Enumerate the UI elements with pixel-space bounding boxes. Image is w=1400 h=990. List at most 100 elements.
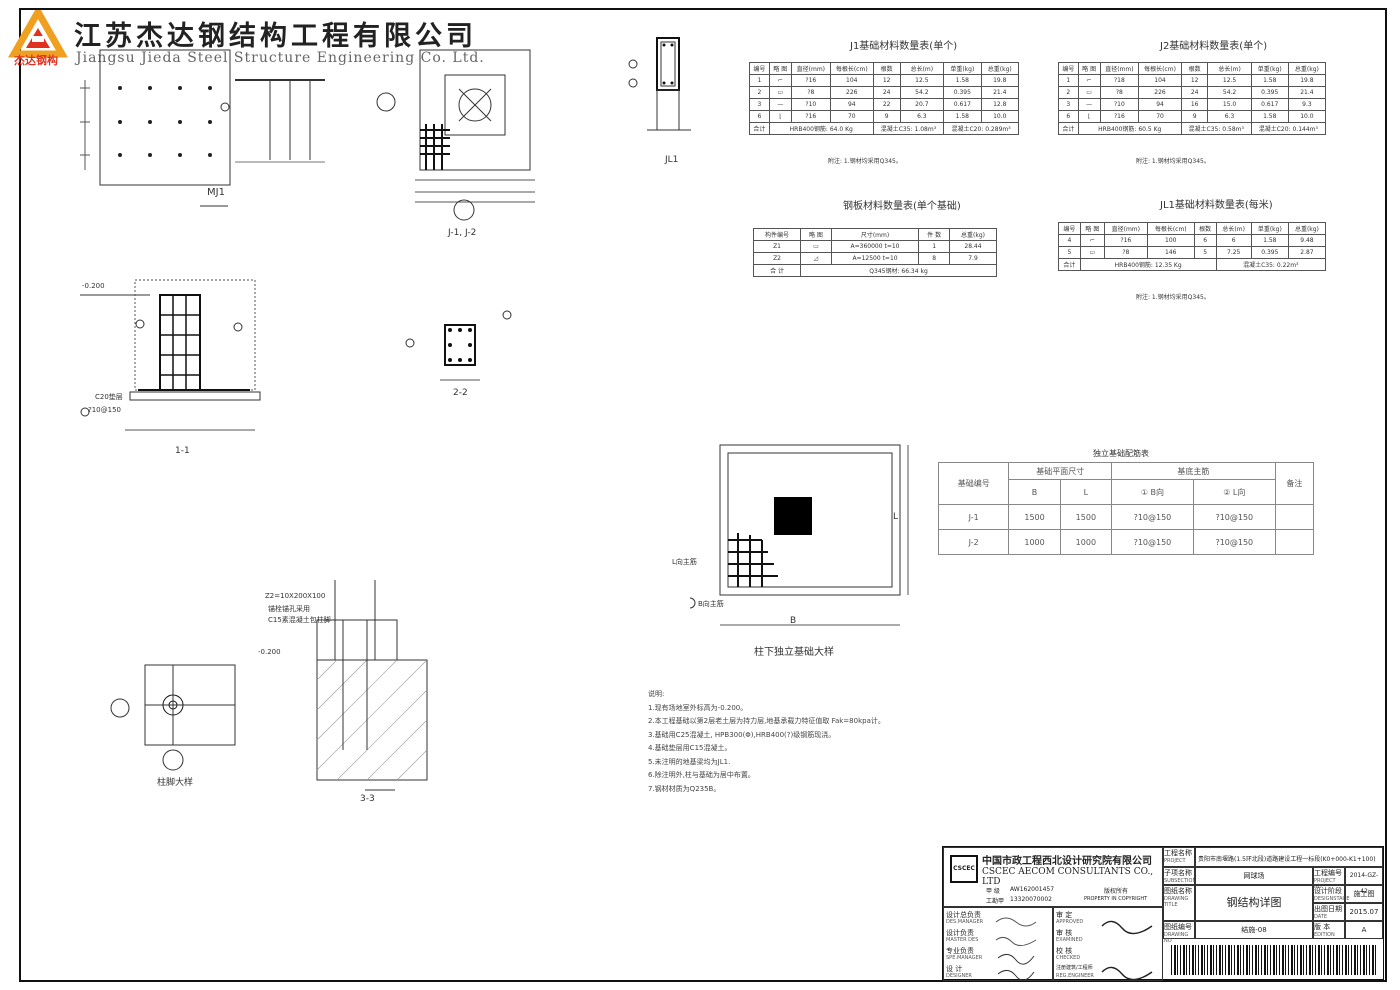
table-cell: 1.58 bbox=[1250, 234, 1289, 247]
table-cell: 合 计 bbox=[752, 264, 802, 277]
field-label: 图纸名称 bbox=[1164, 887, 1192, 895]
table-header: 根数 bbox=[872, 62, 901, 75]
table-cell: Z2 bbox=[752, 252, 802, 265]
table-total-row: 合计 HRB400钢筋: 12.35 Kg 混凝土C35: 0.22m³ bbox=[1058, 258, 1327, 271]
table-cell: 1500 bbox=[1059, 504, 1113, 530]
role-label-en: MASTER DES bbox=[946, 937, 979, 943]
note-item: 2.本工程基础以第2层老土层为持力层,地基承载力特征值取 Fak=80kpa计。 bbox=[648, 717, 885, 725]
field-label-en: DATE bbox=[1314, 914, 1328, 920]
table-cell: 1.58 bbox=[1250, 74, 1289, 87]
table-cell: 1.58 bbox=[943, 110, 982, 123]
table-cell: 1000 bbox=[1008, 529, 1061, 555]
table-cell: 2 bbox=[1058, 86, 1079, 99]
table-cell: ?16 bbox=[1103, 234, 1148, 247]
grade-label: 甲 级 bbox=[986, 888, 1000, 895]
table-cell: 54.2 bbox=[899, 86, 945, 99]
table-cell: HRB400钢筋: 64.0 Kg bbox=[768, 122, 874, 135]
bolt-note: 锚栓锚孔采用 bbox=[268, 605, 310, 613]
table-header: 单重(kg) bbox=[1250, 222, 1289, 235]
stirrup-sketch-icon: ▭ bbox=[1077, 86, 1101, 99]
proj-no-label-cell: 工程编号 PROJECT NO bbox=[1313, 867, 1345, 890]
table-cell: 28.44 bbox=[948, 240, 998, 253]
table-header: 件 数 bbox=[918, 228, 950, 241]
table-cell: HRB400钢筋: 12.35 Kg bbox=[1079, 258, 1217, 271]
table-header: 编号 bbox=[1058, 62, 1079, 75]
field-label: 工程名称 bbox=[1164, 849, 1192, 857]
title-block: CSCEC 中国市政工程西北设计研究院有限公司 CSCEC AECOM CONS… bbox=[942, 846, 1384, 981]
table-cell: 15.0 bbox=[1207, 98, 1252, 111]
c20-label: C20垫层 bbox=[95, 393, 123, 401]
j1-table-title: J1基础材料数量表(单个) bbox=[850, 41, 958, 52]
j2-table: 编号 略 图 直径(mm) 每根长(cm) 根数 总长(m) 单重(kg) 总重… bbox=[1058, 62, 1327, 135]
barcode bbox=[1163, 939, 1383, 979]
role-label: 注册建筑/工程师 bbox=[1056, 965, 1093, 971]
j1-table: 编号 略 图 直径(mm) 每根长(cm) 根数 总长(m) 单重(kg) 总重… bbox=[749, 62, 1020, 135]
table-cell: 6 bbox=[1215, 234, 1252, 247]
role-label-en: REG.ENGINEER bbox=[1056, 973, 1094, 979]
section-1-1-drawing bbox=[80, 279, 261, 431]
table-cell: 9 bbox=[1180, 110, 1209, 123]
table-cell: 70 bbox=[1138, 110, 1182, 123]
table-header: ① B向 bbox=[1111, 479, 1194, 505]
company-name-en: Jiangsu Jieda Steel Structure Engineerin… bbox=[76, 50, 485, 66]
note-item: 7.钢材材质为Q235B。 bbox=[648, 784, 721, 793]
table-header: 单重(kg) bbox=[1250, 62, 1289, 75]
stirrup-sketch-icon: ▭ bbox=[768, 86, 792, 99]
edition-value: A bbox=[1345, 921, 1383, 939]
hook-bar-icon: ⌊ bbox=[1077, 110, 1101, 123]
table-header: 略 图 bbox=[768, 62, 792, 75]
table-header: 每根长(cm) bbox=[1146, 222, 1195, 235]
table-cell: 9.3 bbox=[1287, 98, 1327, 111]
table-header: 每根长(cm) bbox=[1138, 62, 1182, 75]
table-cell: 21.4 bbox=[1287, 86, 1327, 99]
project-value: 贵阳市南堰路(1.5环北段)道路建设工程一标段(K0+000-K1+100) bbox=[1195, 847, 1383, 867]
table-cell: 1 bbox=[918, 240, 950, 253]
table-cell: 7.25 bbox=[1215, 246, 1252, 259]
table-cell: 1 bbox=[749, 74, 770, 87]
table-header-row: 基础编号 基础平面尺寸 基底主筋 备注 bbox=[937, 462, 1315, 505]
mj1-plan-drawing bbox=[80, 49, 231, 207]
plate-table-title: 钢板材料数量表(单个基础) bbox=[843, 201, 961, 212]
table-cell: 1.58 bbox=[943, 74, 982, 87]
jl1-section-drawing bbox=[628, 37, 691, 131]
table-cell: ?16 bbox=[1099, 110, 1140, 123]
table-cell: 合计 bbox=[1058, 122, 1079, 135]
table-cell: J-1 bbox=[937, 504, 1010, 530]
ground-level-1: -0.200 bbox=[82, 282, 105, 290]
j1-j2-label: J-1, J-2 bbox=[448, 228, 477, 238]
independent-foundation-label: 柱下独立基础大样 bbox=[754, 647, 834, 658]
table-header: 直径(mm) bbox=[1103, 222, 1148, 235]
note-item: 3.基础用C25混凝土, HPB300(Φ),HRB400(?)级钢筋现浇。 bbox=[648, 730, 836, 739]
table-cell: 146 bbox=[1146, 246, 1195, 259]
table-header: 总重(kg) bbox=[980, 62, 1020, 75]
table-header: 编号 bbox=[1058, 222, 1081, 235]
table-cell: 19.8 bbox=[980, 74, 1020, 87]
column-foot-label: 柱脚大样 bbox=[157, 778, 194, 788]
table-cell: 24 bbox=[1180, 86, 1209, 99]
j1-j2-plan-drawing bbox=[376, 49, 535, 221]
table-cell: ?16 bbox=[790, 74, 831, 87]
copyright-en: PROPERTY IN COPYRIGHT bbox=[1084, 896, 1148, 902]
date-label-cell: 出图日期 DATE bbox=[1313, 903, 1345, 921]
field-label: 设计阶段 bbox=[1314, 887, 1342, 895]
field-label-en: DRAWING TITLE bbox=[1164, 896, 1189, 908]
table-cell: ?8 bbox=[790, 86, 831, 99]
table-header-row: 编号 略 图 直径(mm) 每根长(cm) 根数 总长(m) 单重(kg) 总重… bbox=[1058, 222, 1327, 235]
table-cell: ?10@150 bbox=[1192, 529, 1276, 555]
section-3-3-drawing bbox=[316, 580, 428, 791]
table-header: 略 图 bbox=[800, 228, 832, 241]
field-label: 版 本 bbox=[1314, 923, 1331, 931]
table-header: 根数 bbox=[1193, 222, 1217, 235]
stirrup-sketch-icon: ▭ bbox=[1079, 246, 1105, 259]
table-row: J-1 1500 1500 ?10@150 ?10@150 bbox=[937, 504, 1315, 530]
table-cell: A=12500 t=10 bbox=[830, 252, 920, 265]
role-label: 审 核 bbox=[1056, 929, 1073, 937]
table-cell: 94 bbox=[829, 98, 874, 111]
logo-triangle-icon bbox=[7, 4, 69, 58]
table-cell: Q345钢材: 66.34 kg bbox=[800, 264, 997, 277]
table-cell: 12 bbox=[872, 74, 901, 87]
field-label: 子项名称 bbox=[1164, 869, 1192, 877]
hook-bar-icon: ⌊ bbox=[768, 110, 792, 123]
